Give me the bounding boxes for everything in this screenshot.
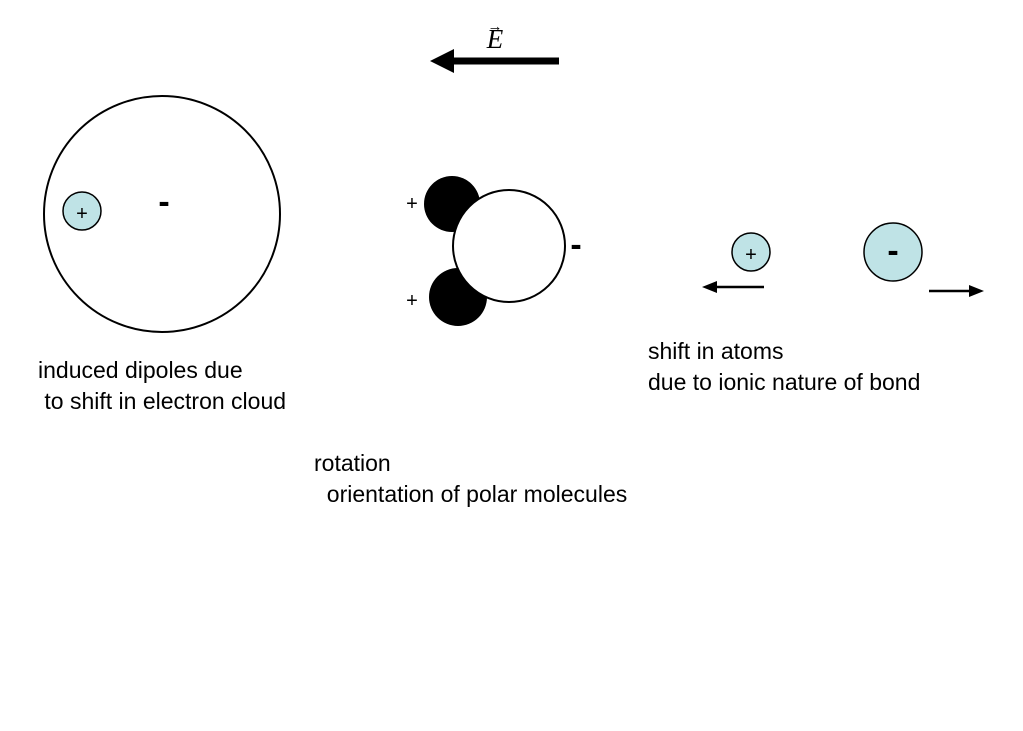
- field-arrow-head: [430, 49, 454, 73]
- electric-field-indicator: → E: [430, 19, 559, 73]
- oxygen-atom: [452, 189, 566, 303]
- field-vector-mark: →: [488, 19, 503, 35]
- ionic-caption-line1: shift in atoms: [648, 338, 784, 364]
- cation-sign: +: [745, 244, 757, 266]
- orientational-caption-line1: rotation: [314, 450, 391, 476]
- anion-sign: -: [887, 232, 898, 270]
- field-symbol: E: [486, 24, 504, 54]
- electronic-caption-line1: induced dipoles due: [38, 357, 243, 383]
- cation-shift-arrow-head: [702, 281, 717, 293]
- nucleus-sign: +: [76, 203, 88, 225]
- anion: [863, 222, 923, 282]
- cation: [731, 232, 771, 272]
- electronic-polarization: + - induced dipoles due to shift in elec…: [38, 95, 286, 414]
- hydrogen-sign-top: +: [406, 193, 418, 215]
- ionic-caption-line2: due to ionic nature of bond: [648, 369, 920, 395]
- cloud-sign: -: [158, 183, 169, 221]
- nucleus: [62, 191, 102, 231]
- hydrogen-sign-bottom: +: [406, 290, 418, 312]
- electron-cloud: [43, 95, 281, 333]
- electronic-caption-line2: to shift in electron cloud: [38, 388, 286, 414]
- ionic-polarization: + - shift in atoms due to ionic nature o…: [648, 222, 984, 395]
- orientational-polarization: + + - rotation orientation of polar mole…: [314, 176, 627, 507]
- orientational-caption-line2: orientation of polar molecules: [314, 481, 627, 507]
- anion-shift-arrow-head: [969, 285, 984, 297]
- oxygen-sign: -: [570, 226, 581, 264]
